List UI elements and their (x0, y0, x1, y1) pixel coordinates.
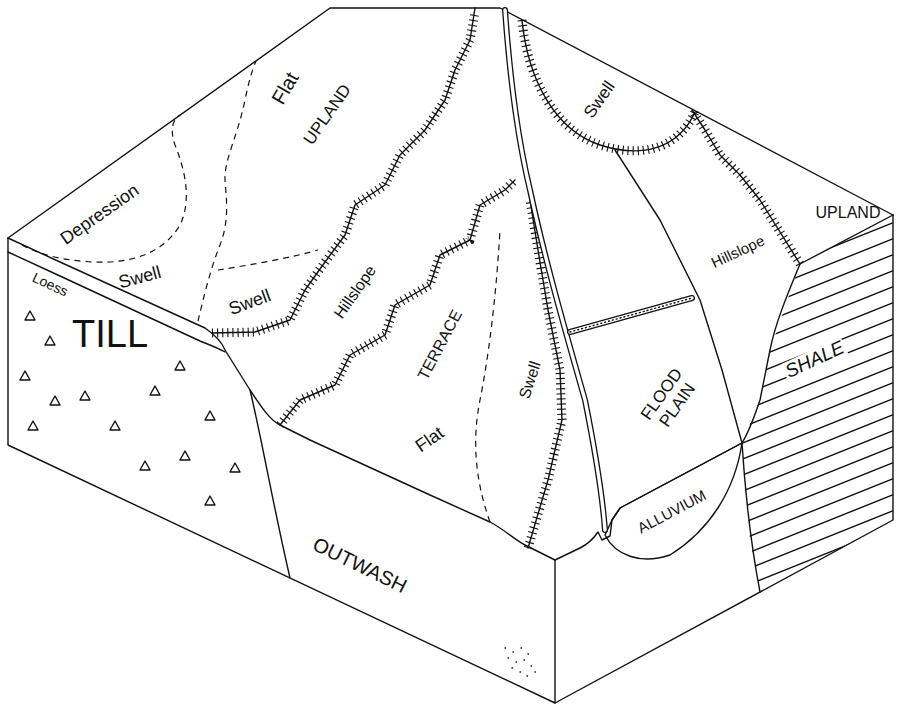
till-outwash-contact (250, 390, 290, 578)
swell-edge (522, 20, 695, 151)
block-outline (8, 215, 893, 703)
landform-label: Swell (226, 286, 273, 319)
landform-label: UPLAND (301, 81, 356, 148)
landform-label: Swell (581, 78, 620, 122)
landform-label: Swell (516, 359, 545, 401)
scarp-bar (570, 298, 692, 332)
material-label: Loess (28, 269, 72, 300)
shale-bedding (740, 172, 900, 620)
stream (505, 10, 605, 530)
material-label: OUTWASH (310, 533, 411, 597)
material-label: SHALE (781, 337, 850, 384)
contour-line (218, 250, 318, 270)
contour-line (198, 61, 256, 321)
contour-line (22, 115, 186, 262)
landform-label: Hillslope (709, 233, 767, 272)
landform-label: UPLAND (816, 204, 881, 222)
landform-label: Flat (412, 423, 448, 456)
outwash-dots (505, 648, 536, 676)
landform-label: Swell (117, 263, 164, 293)
flood-plain-edge (615, 150, 742, 443)
block-corner-edge (554, 560, 555, 703)
landform-label: FLOOD PLAIN (634, 360, 706, 440)
landform-label: TERRACE (414, 307, 465, 383)
alluvium-body (605, 443, 742, 559)
terrace-edge (280, 180, 515, 425)
landform-label: Hillslope (330, 262, 379, 322)
landform-label: Depression (57, 181, 143, 249)
hillslope-edge (212, 8, 475, 333)
left-face-profile (8, 238, 555, 560)
contour-line (476, 230, 500, 522)
landform-label: Flat (267, 68, 303, 108)
till-symbols (20, 311, 240, 505)
material-label: TILL (72, 314, 148, 356)
material-label: ALLUVIUM (635, 487, 709, 537)
